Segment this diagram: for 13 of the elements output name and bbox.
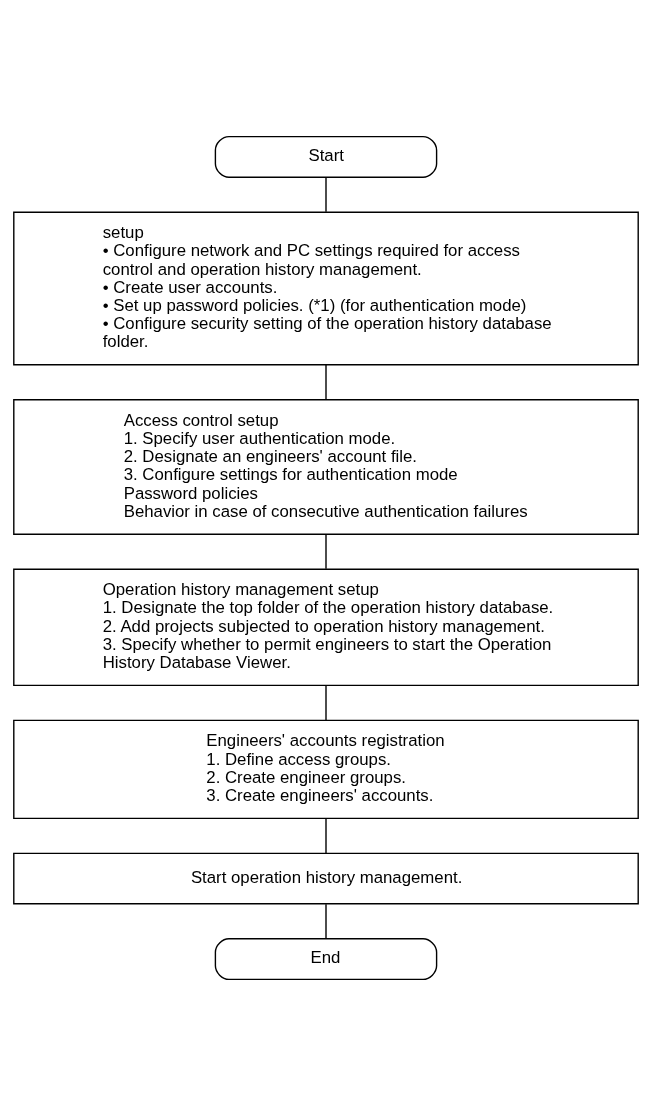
connector [325, 902, 327, 939]
node-box: Start operation history management. [13, 852, 639, 904]
connector [325, 684, 327, 721]
node-box: setup • Configure network and PC settings required for access control and operation history management. • Create user accounts. • Set up password policies. (*1) (for authentication mode) • Configure security setting of the operation history database folder. [13, 211, 639, 365]
connector [325, 817, 327, 854]
node-box: End [214, 937, 438, 980]
node-box: Start [214, 135, 438, 178]
connector [325, 176, 327, 212]
node-box: Operation history management setup 1. Designate the top folder of the operation history database. 2. Add projects subjected to operation history management. 3. Specify whether to permit engineers to start the Operation History Database Viewer. [13, 568, 639, 686]
node-box: Engineers' accounts registration 1. Define access groups. 2. Create engineer groups. 3. Create engineers' accounts. [13, 719, 639, 819]
connector [325, 533, 327, 569]
node-box: Access control setup 1. Specify user authentication mode. 2. Designate an engineers' account file. 3. Configure settings for authentication mode Password policies Behavior in case of consecutive authentication failures [13, 398, 639, 535]
connector [325, 363, 327, 400]
